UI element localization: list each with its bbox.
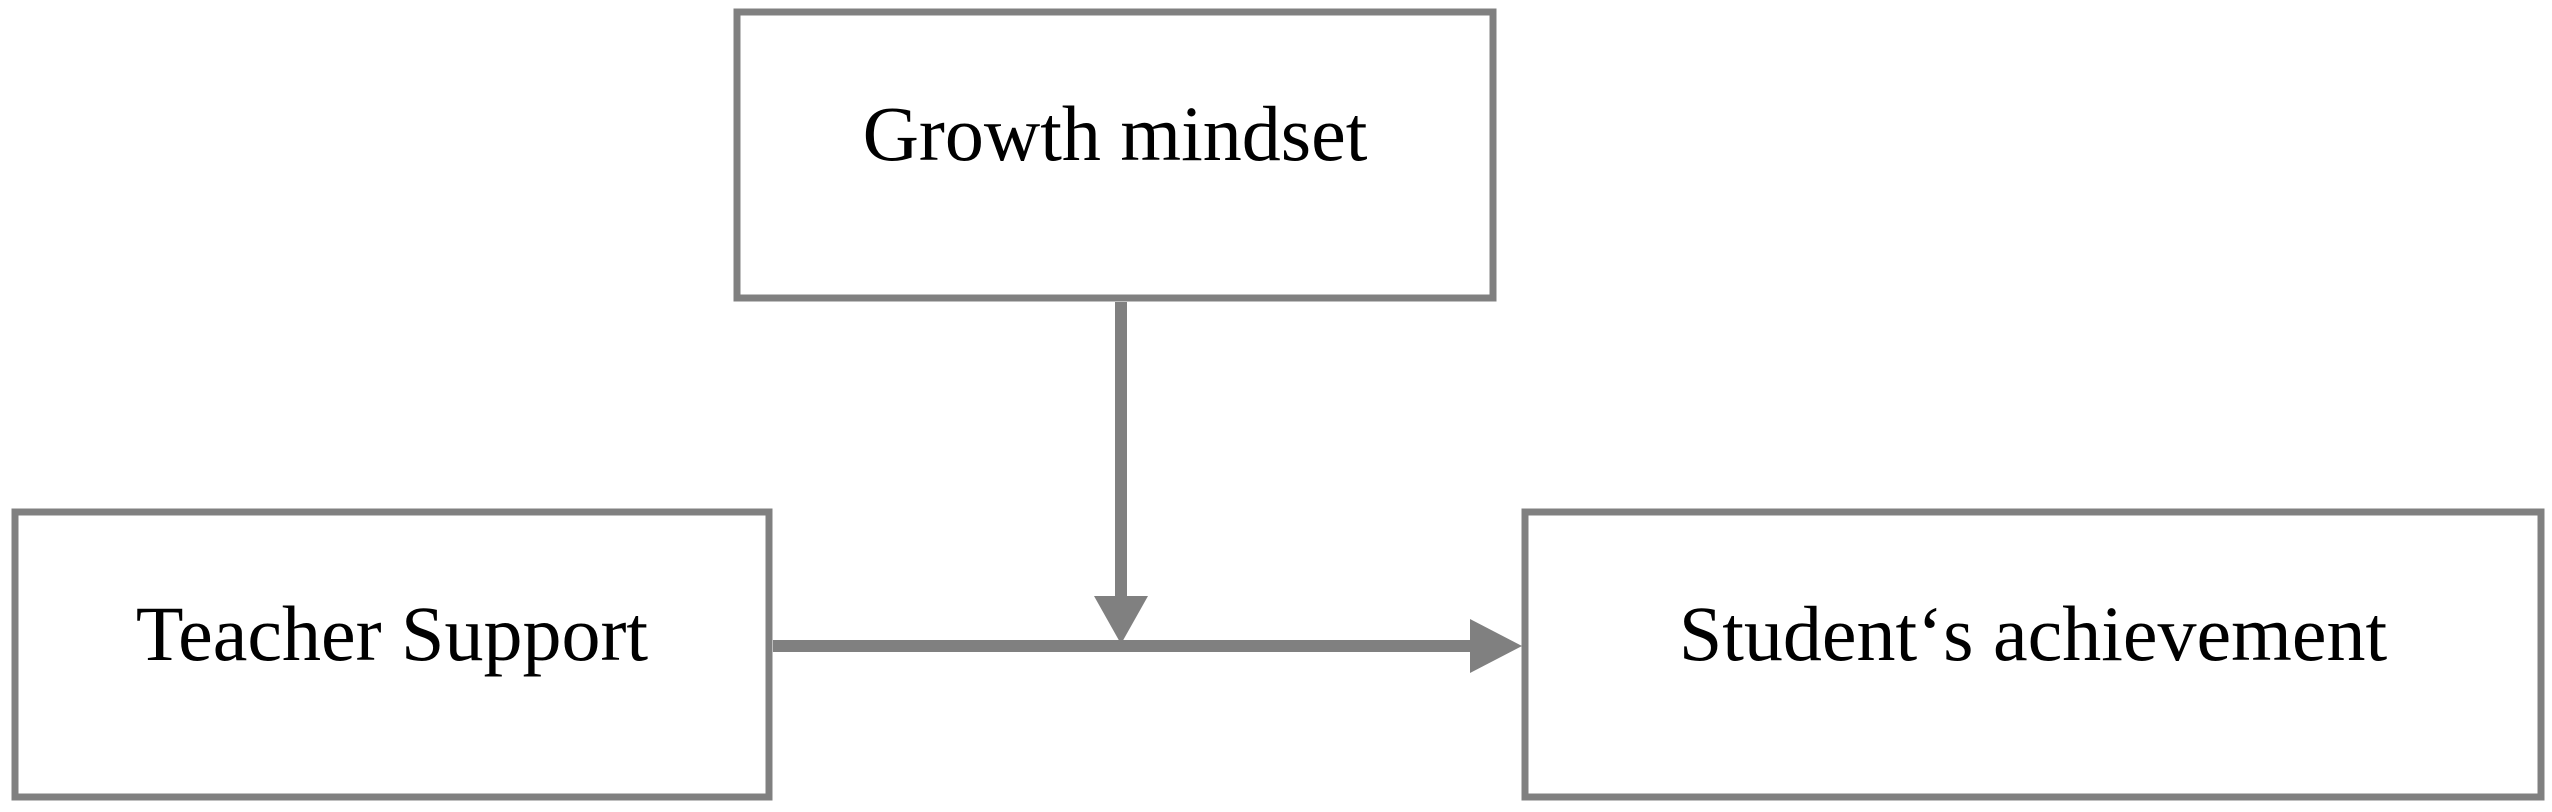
node-students-achievement: Student‘s achievement xyxy=(1521,508,2545,801)
arrow-moderation xyxy=(1094,302,1148,644)
arrow-direct-effect xyxy=(773,619,1522,673)
teacher-support-box xyxy=(11,508,773,801)
students-achievement-box xyxy=(1521,508,2545,801)
students-achievement-label: Student‘s achievement xyxy=(1679,590,2388,677)
teacher-support-label: Teacher Support xyxy=(136,590,649,677)
direct-effect-arrowhead xyxy=(1470,619,1522,673)
growth-mindset-label: Growth mindset xyxy=(863,90,1368,177)
node-growth-mindset: Growth mindset xyxy=(733,8,1497,302)
growth-mindset-box xyxy=(733,8,1497,302)
node-teacher-support: Teacher Support xyxy=(11,508,773,801)
moderation-arrowhead xyxy=(1094,596,1148,644)
